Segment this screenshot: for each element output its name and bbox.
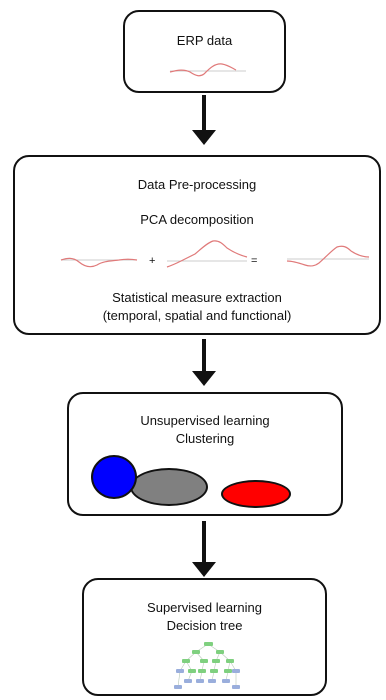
down-arrow-icon [192, 339, 216, 386]
pca-component-icon [286, 245, 370, 267]
preprocessing-title: Data Pre-processing [137, 177, 257, 192]
down-arrow-icon [192, 521, 216, 577]
erp-waveform-icon [169, 63, 246, 77]
supervised-box: Supervised learning Decision tree [82, 578, 327, 696]
pca-decomposition-label: PCA decomposition [140, 212, 254, 227]
equals-symbol: = [251, 255, 258, 267]
pca-component-icon [60, 257, 138, 268]
pca-component-icon [166, 240, 248, 268]
erp-waveform [169, 63, 237, 77]
unsupervised-line2: Clustering [175, 431, 235, 446]
statistical-measure-line2: (temporal, spatial and functional) [102, 308, 292, 323]
erp-data-title: ERP data [176, 33, 233, 48]
supervised-line1: Supervised learning [147, 600, 262, 615]
unsupervised-line1: Unsupervised learning [140, 413, 270, 428]
preprocessing-box: Data Pre-processing PCA decomposition + … [13, 155, 381, 335]
cluster-ellipse-icon [91, 455, 137, 499]
erp-data-box: ERP data [123, 10, 286, 93]
plus-symbol: + [149, 255, 156, 267]
statistical-measure-line1: Statistical measure extraction [112, 290, 282, 305]
unsupervised-box: Unsupervised learning Clustering [67, 392, 343, 516]
down-arrow-icon [192, 95, 216, 145]
decision-tree-icon [174, 642, 240, 689]
cluster-ellipse-icon [221, 480, 291, 508]
supervised-line2: Decision tree [166, 618, 243, 633]
cluster-ellipse-icon [130, 468, 208, 506]
